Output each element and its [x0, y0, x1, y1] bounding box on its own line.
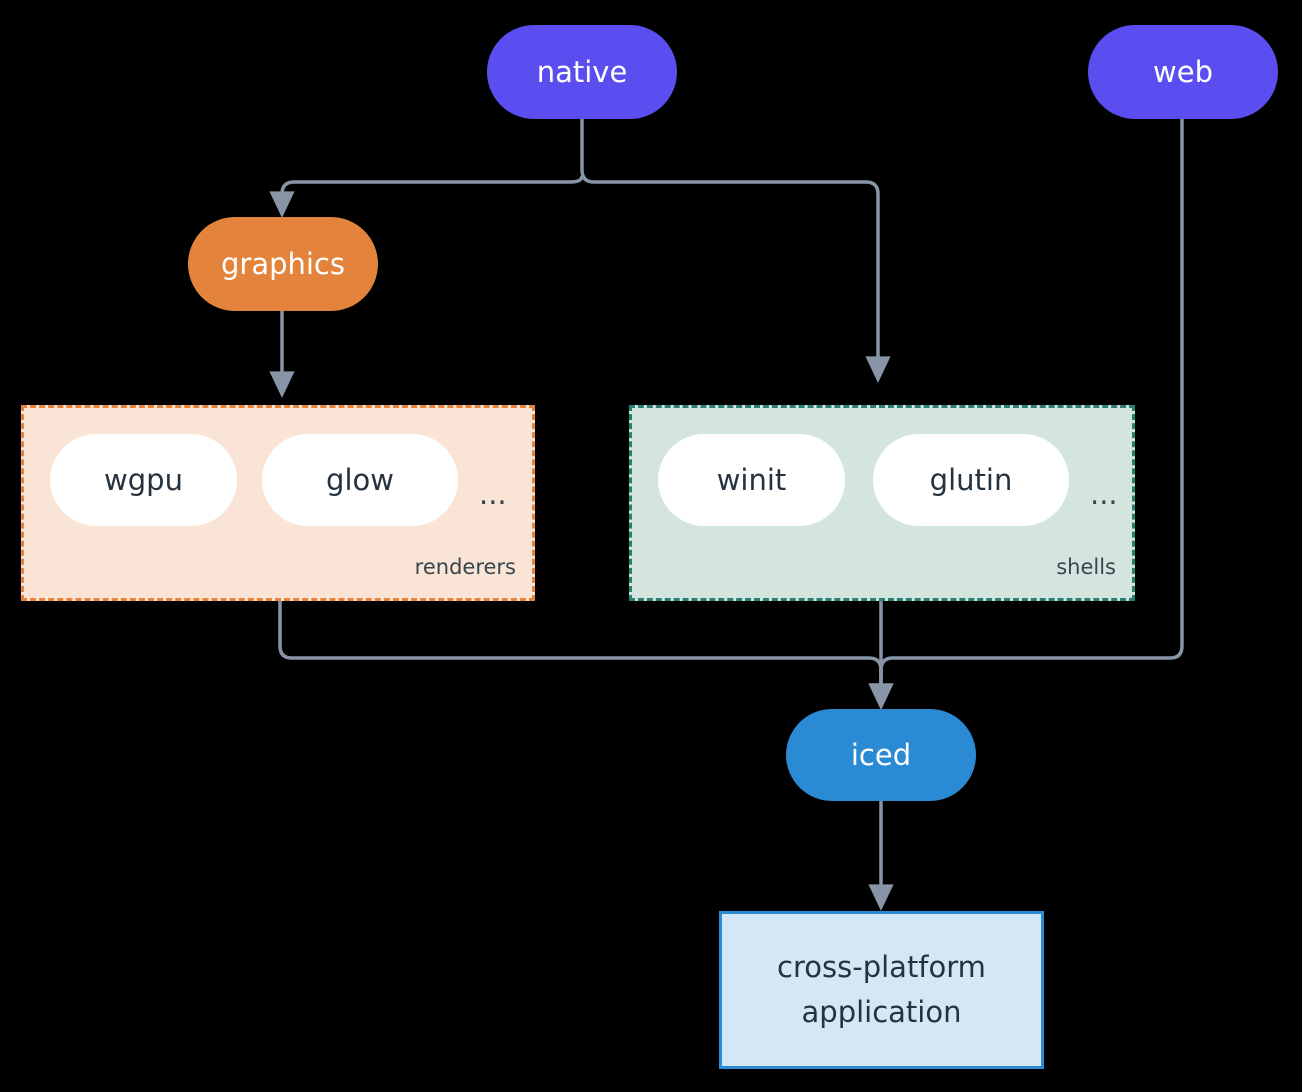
node-native[interactable]: native	[487, 25, 677, 119]
node-native-label: native	[536, 55, 628, 89]
group-shells: winit glutin ... shells	[629, 405, 1135, 601]
node-graphics[interactable]: graphics	[188, 217, 378, 311]
group-renderers-item-wgpu-label: wgpu	[104, 463, 183, 497]
group-renderers-item-glow[interactable]: glow	[262, 434, 458, 526]
group-shells-label: shells	[1056, 555, 1116, 579]
group-renderers-ellipsis: ...	[479, 477, 507, 511]
group-renderers-item-glow-label: glow	[326, 463, 394, 497]
group-shells-item-winit-label: winit	[716, 463, 787, 497]
node-application-label-line1: cross-platform	[777, 950, 986, 985]
group-shells-item-glutin[interactable]: glutin	[873, 434, 1069, 526]
edge-native-to-graphics	[269, 175, 584, 218]
node-iced[interactable]: iced	[786, 709, 976, 801]
node-application[interactable]: cross-platform application	[719, 911, 1044, 1069]
group-shells-ellipsis: ...	[1090, 477, 1118, 511]
group-renderers: wgpu glow ... renderers	[21, 405, 535, 601]
node-iced-label: iced	[850, 738, 912, 772]
edge-web-to-iced	[868, 119, 1184, 710]
group-renderers-label: renderers	[414, 555, 516, 579]
node-graphics-label: graphics	[220, 247, 345, 281]
group-shells-item-winit[interactable]: winit	[658, 434, 845, 526]
edge-renderers-to-iced	[278, 601, 894, 710]
group-renderers-item-wgpu[interactable]: wgpu	[50, 434, 237, 526]
group-shells-item-glutin-label: glutin	[929, 463, 1013, 497]
node-web-label: web	[1153, 55, 1213, 89]
node-web[interactable]: web	[1088, 25, 1278, 119]
node-application-label-line2: application	[801, 995, 962, 1029]
edge-native-split	[580, 119, 891, 383]
